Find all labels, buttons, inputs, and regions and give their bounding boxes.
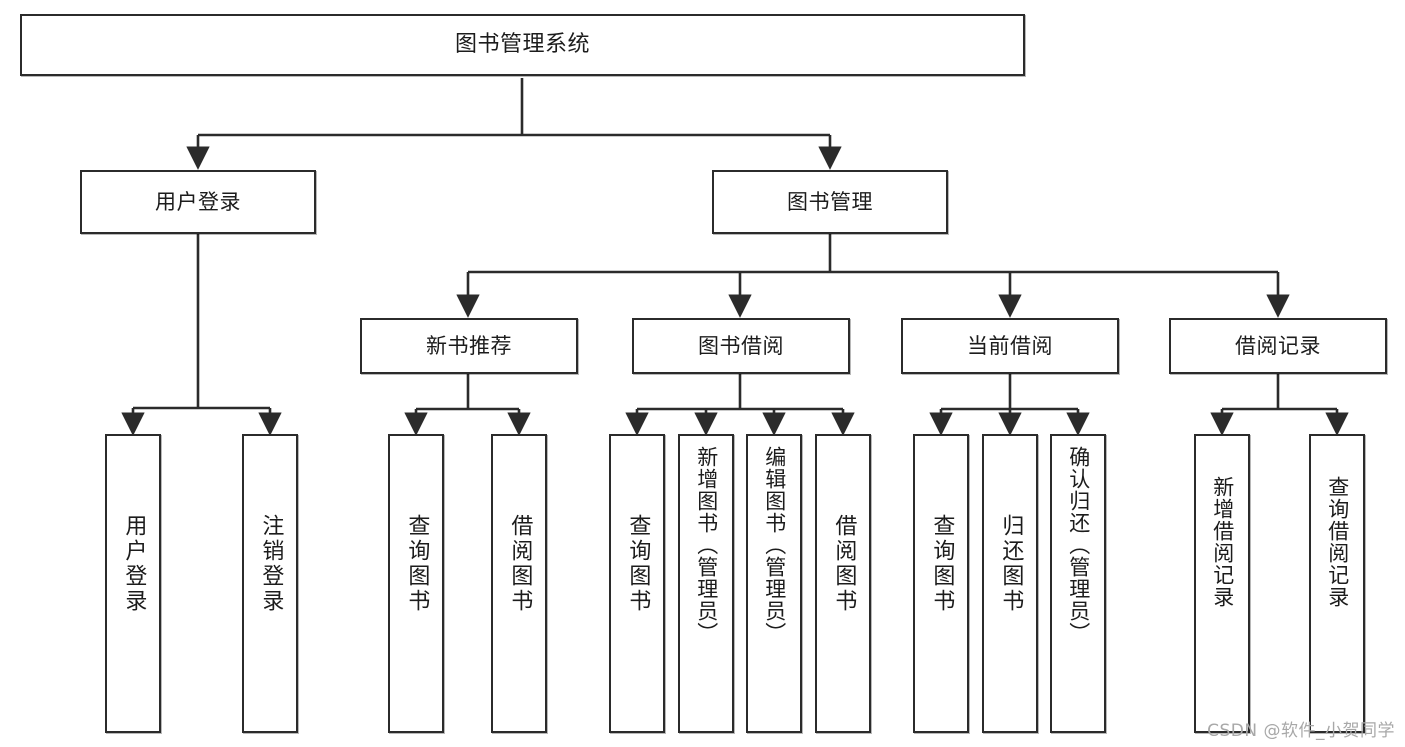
leaf-user-login[interactable]: 用户登录	[105, 434, 161, 733]
leaf-edit-book-admin[interactable]: 编辑图书（管理员）	[746, 434, 802, 733]
node-label: 图书管理	[787, 189, 873, 214]
node-label: 注销登录	[258, 514, 284, 614]
node-current-borrow[interactable]: 当前借阅	[901, 318, 1119, 374]
node-label: 用户登录	[155, 189, 241, 214]
node-label: 用户登录	[121, 514, 147, 614]
leaf-query-borrow-record[interactable]: 查询借阅记录	[1309, 434, 1365, 733]
leaf-query-book-current[interactable]: 查询图书	[913, 434, 969, 733]
leaf-query-book-recommend[interactable]: 查询图书	[388, 434, 444, 733]
node-root-system[interactable]: 图书管理系统	[20, 14, 1025, 76]
node-label: 归还图书	[998, 514, 1024, 614]
node-book-manage[interactable]: 图书管理	[712, 170, 948, 234]
leaf-borrow-book[interactable]: 借阅图书	[815, 434, 871, 733]
leaf-add-borrow-record[interactable]: 新增借阅记录	[1194, 434, 1250, 733]
node-label: 查询图书	[625, 514, 651, 614]
node-label: 图书借阅	[698, 333, 784, 358]
node-new-book-recommend[interactable]: 新书推荐	[360, 318, 578, 374]
node-label: 借阅图书	[507, 514, 533, 614]
node-label: 编辑图书（管理员）	[762, 446, 787, 644]
node-label: 新增图书（管理员）	[694, 446, 719, 644]
node-label: 图书管理系统	[454, 32, 590, 58]
node-borrow-record[interactable]: 借阅记录	[1169, 318, 1387, 374]
node-label: 新增借阅记录	[1210, 476, 1235, 608]
node-label: 确认归还（管理员）	[1066, 446, 1091, 644]
leaf-borrow-book-recommend[interactable]: 借阅图书	[491, 434, 547, 733]
node-label: 查询图书	[404, 514, 430, 614]
watermark-text: CSDN @软件_小贺同学	[1207, 721, 1395, 741]
node-label: 当前借阅	[967, 333, 1053, 358]
node-label: 借阅图书	[831, 514, 857, 614]
node-book-borrow[interactable]: 图书借阅	[632, 318, 850, 374]
leaf-add-book-admin[interactable]: 新增图书（管理员）	[678, 434, 734, 733]
node-label: 查询图书	[929, 514, 955, 614]
node-label: 新书推荐	[426, 333, 512, 358]
leaf-query-book-borrow[interactable]: 查询图书	[609, 434, 665, 733]
node-label: 查询借阅记录	[1325, 476, 1350, 608]
leaf-user-logout[interactable]: 注销登录	[242, 434, 298, 733]
node-label: 借阅记录	[1235, 333, 1321, 358]
node-user-login[interactable]: 用户登录	[80, 170, 316, 234]
leaf-return-book[interactable]: 归还图书	[982, 434, 1038, 733]
leaf-confirm-return-admin[interactable]: 确认归还（管理员）	[1050, 434, 1106, 733]
